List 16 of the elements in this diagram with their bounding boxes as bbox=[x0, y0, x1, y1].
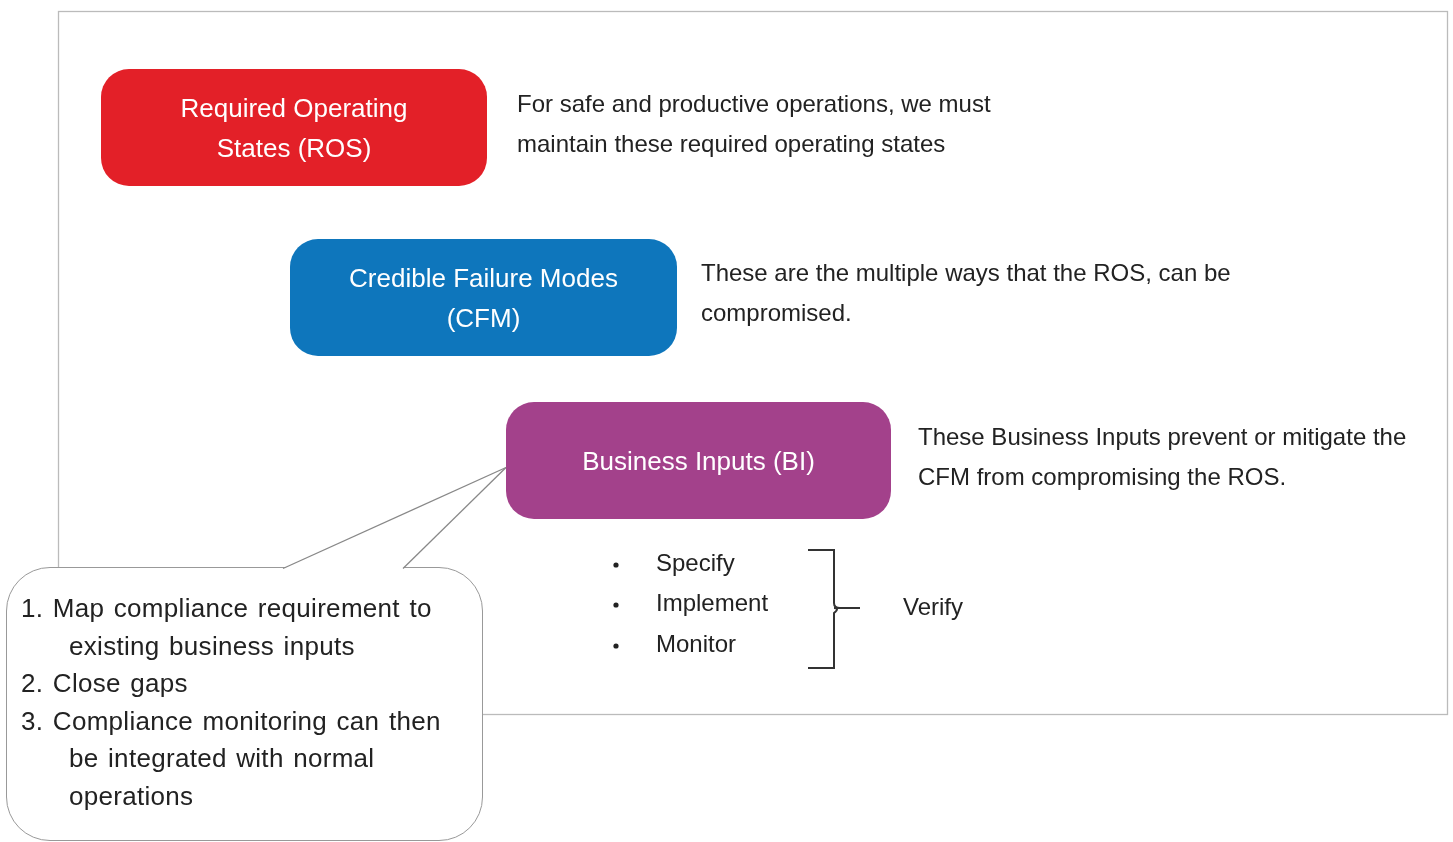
box-label: Credible Failure Modes (CFM) bbox=[348, 261, 619, 335]
bullet-text: Specify bbox=[656, 549, 735, 577]
list-item: 3. Compliance monitoring can then be integrated with normal operations bbox=[21, 704, 442, 813]
bracket-label: Verify bbox=[903, 593, 964, 621]
box-label: Required Operating States (ROS) bbox=[179, 91, 409, 165]
list-item: 1. Map compliance requirement to existing business inputs bbox=[21, 592, 433, 663]
process-box bbox=[506, 402, 891, 519]
description-text: These are the multiple ways that the ROS, can be compromised. bbox=[701, 258, 1232, 328]
description-text: For safe and productive operations, we must maintain these required operating states bbox=[517, 89, 992, 159]
bullet-text: Monitor bbox=[656, 630, 737, 658]
process-box bbox=[290, 239, 677, 356]
process-box bbox=[101, 69, 487, 186]
description-text: These Business Inputs prevent or mitigate the CFM from compromising the ROS. bbox=[918, 422, 1408, 492]
list-item: 2. Close gaps bbox=[21, 667, 189, 700]
bullet-text: Implement bbox=[656, 589, 769, 617]
box-label: Business Inputs (BI) bbox=[582, 444, 815, 478]
